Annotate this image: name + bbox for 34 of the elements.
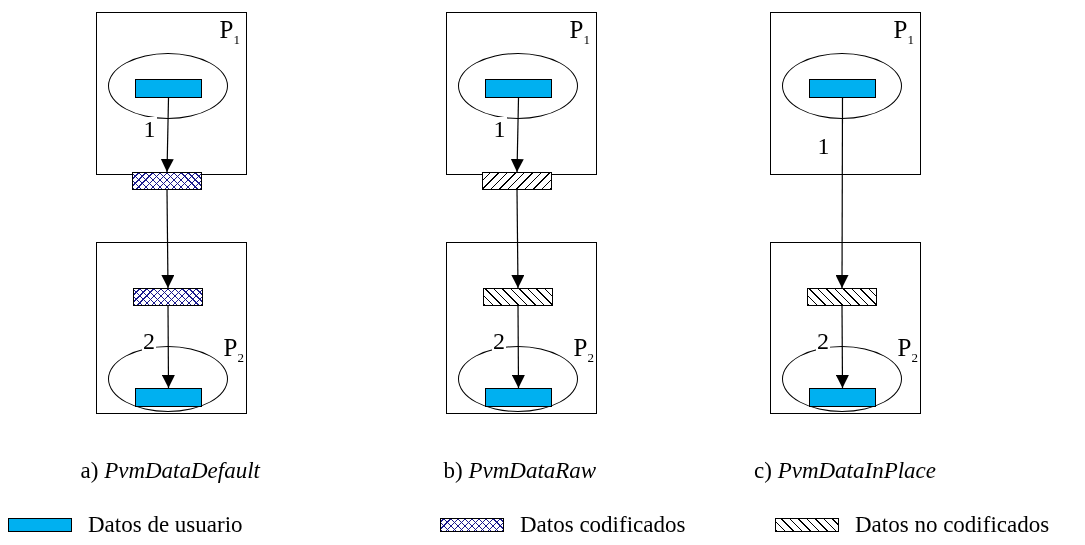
process-box (446, 242, 597, 414)
process-label: P$_{2}$ (573, 335, 594, 367)
hatched-data-block (483, 288, 553, 306)
legend-label: Datos de usuario (88, 512, 243, 538)
arrow (510, 97, 524, 173)
arrow (160, 97, 174, 173)
data-block (809, 388, 876, 407)
process-label: P$_{1}$ (893, 17, 914, 49)
process-box (96, 242, 247, 414)
arrow (161, 189, 175, 289)
hatched-data-block (482, 172, 552, 190)
data-block (135, 388, 202, 407)
arrow (161, 305, 175, 389)
data-block (809, 79, 876, 98)
panel-caption: a) PvmDataDefault (80, 458, 260, 484)
data-block (485, 79, 552, 98)
process-label: P$_{2}$ (897, 335, 918, 367)
arrow (835, 97, 849, 289)
data-block (485, 388, 552, 407)
data-block (135, 79, 202, 98)
process-box (770, 242, 921, 414)
arrow (835, 305, 849, 389)
hatched-data-block (133, 288, 203, 306)
hatched-data-block (132, 172, 202, 190)
process-label: P$_{1}$ (569, 17, 590, 49)
panel-caption: b) PvmDataRaw (443, 458, 597, 484)
arrow (511, 305, 525, 389)
hatched-data-block (807, 288, 877, 306)
legend-label: Datos no codificados (855, 512, 1050, 538)
process-label: P$_{2}$ (223, 335, 244, 367)
legend-label: Datos codificados (520, 512, 686, 538)
panel-caption: c) PvmDataInPlace (754, 458, 936, 484)
arrow (511, 189, 525, 289)
process-label: P$_{1}$ (219, 17, 240, 49)
